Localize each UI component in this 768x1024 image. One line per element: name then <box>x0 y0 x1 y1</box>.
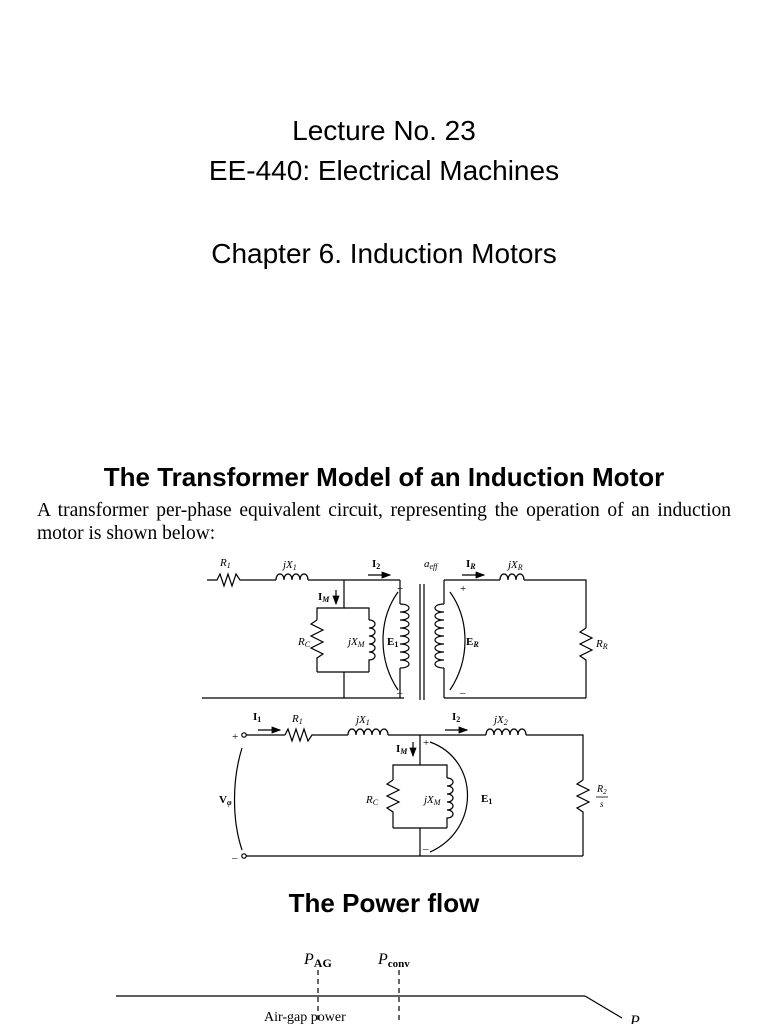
label-pag: PAG <box>303 951 332 970</box>
power-flow-heading: The Power flow <box>288 888 480 918</box>
lecture-number: Lecture No. 23 <box>292 115 476 146</box>
label-pout: P <box>629 1013 640 1024</box>
e1-arc <box>382 591 399 691</box>
label-i2-bottom: I2 <box>452 711 460 724</box>
label-bottom-e1-plus: + <box>423 737 429 749</box>
top-terminal <box>241 732 247 738</box>
inductor-jxr <box>499 573 525 581</box>
label-er: ER <box>466 636 479 649</box>
chapter-title: Chapter 6. Induction Motors <box>211 238 557 269</box>
transformer-model-heading: The Transformer Model of an Induction Mo… <box>103 462 665 492</box>
course-title: EE-440: Electrical Machines <box>208 155 560 186</box>
label-i1: I1 <box>253 711 261 724</box>
resistor-rc <box>309 619 325 672</box>
label-jx1: jX1 <box>281 559 297 572</box>
label-top-er-minus: – <box>459 687 466 699</box>
label-rc: RC <box>297 636 311 649</box>
label-jxr: jXR <box>506 559 523 572</box>
label-vphi: Vφ <box>219 794 232 807</box>
label-jx2-bottom: jX2 <box>492 714 508 727</box>
label-rc-bottom: RC <box>365 794 379 807</box>
resistor-r1 <box>207 572 276 588</box>
label-bottom-minus: – <box>231 852 238 864</box>
label-r1-bottom: R1 <box>291 713 303 726</box>
label-top-e1-plus: + <box>397 583 403 595</box>
resistor-rc-bottom <box>385 779 401 828</box>
label-r2-denominator: s <box>600 799 604 809</box>
label-r2-numerator: R2 <box>596 784 607 796</box>
bottom-equivalent-circuit <box>233 726 591 859</box>
primary-winding <box>399 603 410 669</box>
label-r1: R1 <box>219 557 231 570</box>
inductor-jxm <box>368 619 376 672</box>
resistor-r2s <box>575 779 591 856</box>
label-rr: RR <box>595 638 608 651</box>
resistor-r1-bottom <box>284 727 348 743</box>
inductor-jx1 <box>275 573 309 581</box>
secondary-winding <box>434 603 445 669</box>
label-i2: I2 <box>372 558 380 571</box>
vphi-arc <box>233 747 243 851</box>
label-jxm-bottom: jXM <box>422 794 442 807</box>
label-im: IM <box>318 591 330 604</box>
power-flow-diagram <box>116 970 623 1024</box>
power-flow-output-branch <box>584 995 623 1019</box>
label-top-er-plus: + <box>460 583 466 595</box>
top-equivalent-circuit <box>202 571 594 700</box>
resistor-rr <box>578 627 594 698</box>
er-arc <box>449 591 466 691</box>
label-bottom-plus: + <box>232 731 238 743</box>
label-e1-bottom: E1 <box>481 793 492 806</box>
transformer-core <box>419 584 425 700</box>
label-im-bottom: IM <box>396 743 408 756</box>
inductor-jx1-bottom <box>347 728 389 736</box>
e1-arc-bottom <box>429 741 469 853</box>
bottom-terminal <box>241 853 247 859</box>
transformer-model-description: A transformer per-phase equivalent circu… <box>37 500 731 544</box>
label-jx1-bottom: jX1 <box>354 714 370 727</box>
label-ir: IR <box>466 558 476 571</box>
inductor-jx2-bottom <box>485 728 527 736</box>
inductor-jxm-bottom <box>446 777 454 828</box>
label-jxm: jXM <box>346 636 366 649</box>
label-aeff: aeff <box>424 558 439 571</box>
label-bottom-e1-minus: – <box>422 843 429 855</box>
label-e1: E1 <box>387 636 398 649</box>
label-pconv: Pconv <box>377 951 410 970</box>
label-airgap-power: Air-gap power <box>264 1010 346 1024</box>
label-top-e1-minus: – <box>396 687 403 699</box>
